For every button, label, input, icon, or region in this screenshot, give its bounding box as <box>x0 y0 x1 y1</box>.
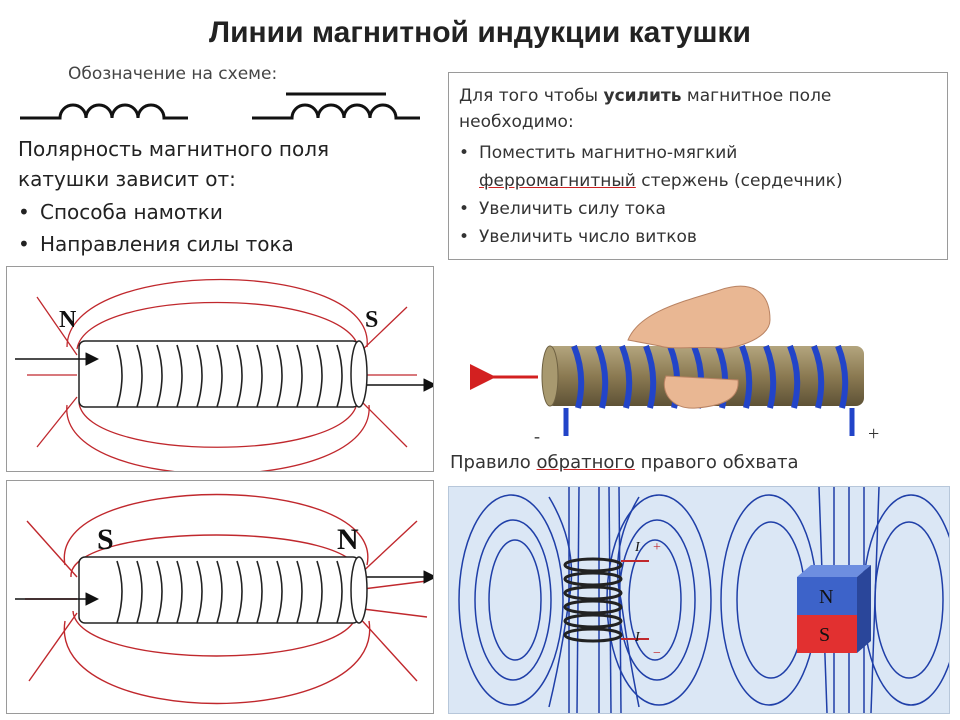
info-item: •Увеличить силу тока <box>459 199 666 219</box>
info-intro: Для того чтобы усилить магнитное поле не… <box>459 86 832 132</box>
info-item-cont: ферромагнитный стержень (сердечник) <box>479 171 843 191</box>
pole-label-n: N <box>337 523 359 556</box>
inductor-core-symbol <box>252 92 420 120</box>
info-box: Для того чтобы усилить магнитное поле не… <box>448 72 948 260</box>
plus-sign: + <box>653 540 661 555</box>
inductor-symbol <box>20 103 188 120</box>
pole-label-n: N <box>59 307 77 333</box>
solenoid-diagram-sn: S N <box>6 480 437 714</box>
info-item: •Поместить магнитно-мягкий <box>459 143 738 163</box>
hand-rule-illustration: - + <box>470 285 879 446</box>
inductor-symbols <box>20 92 420 120</box>
page-title: Линии магнитной индукции катушки <box>209 16 751 49</box>
field-compare-drawing: I + I − N S <box>458 486 960 714</box>
current-label-bottom: I <box>634 630 641 645</box>
field-compare-panel: I + I − N S <box>448 486 960 714</box>
plus-label: + <box>868 423 879 445</box>
current-label-top: I <box>634 540 641 555</box>
solenoid-field-lines <box>15 493 437 705</box>
magnet-north-label: N <box>819 586 833 608</box>
minus-label: - <box>534 426 540 446</box>
legend-label: Обозначение на схеме: <box>68 64 278 84</box>
hand-rule-caption: Правило обратного правого обхвата <box>450 452 799 473</box>
polarity-item: •Направления силы тока <box>18 232 294 256</box>
pole-label-s: S <box>365 307 379 333</box>
pole-label-s: S <box>97 523 114 556</box>
solenoid-diagram-ns: N S <box>6 266 437 475</box>
solenoid-field-lines <box>15 278 437 475</box>
info-item: •Увеличить число витков <box>459 227 697 247</box>
polarity-heading: Полярность магнитного поля катушки завис… <box>18 137 330 191</box>
polarity-item: •Способа намотки <box>18 200 223 224</box>
hand-icon <box>627 285 771 409</box>
minus-sign: − <box>653 646 661 661</box>
magnet-south-label: S <box>819 624 830 646</box>
